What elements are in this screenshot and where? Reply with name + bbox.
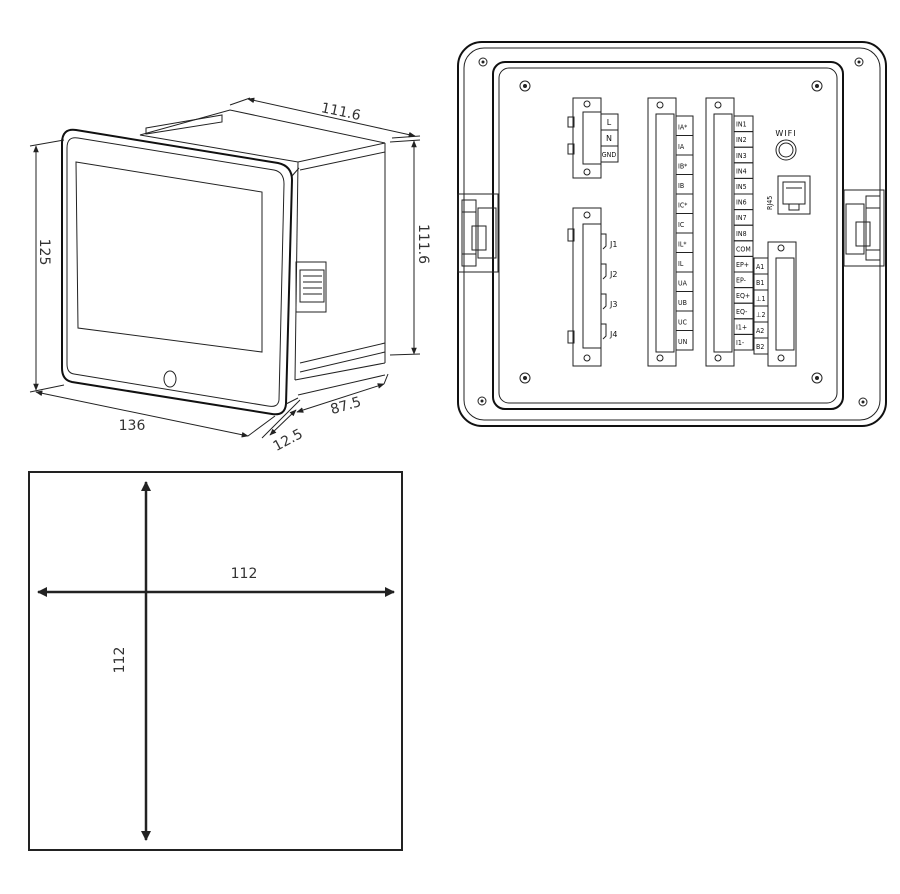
cv-terminal-label: IB	[678, 182, 684, 190]
io-terminal-label: IN2	[736, 136, 747, 144]
cv-terminal-label: UA	[678, 279, 688, 287]
io-terminal-label: COM	[736, 245, 751, 253]
io-terminal-label: IN3	[736, 152, 747, 160]
relay-label-j1: J1	[609, 240, 617, 249]
power-term-n: N	[606, 134, 612, 143]
cv-terminal-label: IC	[678, 221, 685, 229]
dim-height-left: 125	[36, 239, 52, 266]
frame-screws	[477, 57, 868, 407]
io-terminal-label: IN6	[736, 199, 747, 207]
cv-terminal-label: IC*	[678, 201, 687, 209]
comm-terminal-label: B2	[756, 343, 764, 351]
wifi-antenna: WIFI	[775, 129, 797, 161]
mounting-clip-left	[457, 193, 499, 273]
dim-front-thickness: 12.5	[271, 426, 306, 455]
power-term-gnd: GND	[602, 151, 617, 159]
cv-terminal-cell	[675, 330, 694, 351]
dim-depth-bottom: 87.5	[329, 394, 363, 418]
perspective-view: 111.6 125 111.6 136 87.5 12.5	[29, 97, 431, 455]
comm-terminal-label: B1	[756, 279, 764, 287]
mounting-clip-right	[843, 189, 885, 267]
relay-label-j4: J4	[609, 330, 617, 339]
cv-terminal-label: IB*	[678, 162, 687, 170]
rj45-label: RJ45	[766, 196, 774, 210]
wifi-label: WIFI	[775, 129, 796, 138]
perspective-dimensions: 111.6 125 111.6 136 87.5 12.5	[29, 97, 431, 455]
io-terminal-label: IN1	[736, 121, 747, 129]
dim-depth-top: 111.6	[320, 100, 363, 124]
relay-label-j3: J3	[609, 300, 617, 309]
cv-terminal-label: UN	[678, 338, 688, 346]
comm-terminal-label: ⊥1	[756, 295, 766, 303]
cutout-width-label: 112	[231, 566, 258, 582]
rear-panel	[492, 61, 844, 410]
cv-terminal-label: UB	[678, 299, 687, 307]
io-terminal-label: IN7	[736, 214, 747, 222]
io-terminal-label: I1+	[736, 323, 747, 331]
cutout-outline	[28, 471, 403, 851]
cutout-height-label: 112	[112, 647, 128, 674]
io-terminal-label: I1-	[736, 339, 744, 347]
dim-width-bottom: 136	[119, 418, 146, 434]
io-terminal-label: IN8	[736, 230, 747, 238]
cv-terminal-label: IA*	[678, 123, 687, 131]
comm-terminal-label: A2	[756, 327, 764, 335]
panel-cutout-view: 112 112	[28, 471, 403, 851]
rear-outer-frame	[457, 41, 887, 427]
current-voltage-terminal-block: IA* IA IB* IB IC* IC IL* IL UA UB UC UN	[647, 97, 694, 367]
device-housing	[139, 109, 386, 396]
io-terminal-label: EP+	[736, 261, 749, 269]
io-terminal-cell	[733, 333, 754, 351]
power-button	[163, 370, 177, 388]
io-terminal-label: IN5	[736, 183, 747, 191]
rear-view: L N GND J1 J2 J3 J4 IA* IA IB*	[457, 41, 887, 427]
rj45-port: RJ45	[766, 175, 811, 215]
cv-terminal-label: UC	[678, 318, 688, 326]
relay-label-j2: J2	[609, 270, 617, 279]
display-screen	[75, 161, 263, 353]
cv-terminal-label: IL*	[678, 240, 687, 248]
relay-terminal-block: J1 J2 J3 J4	[567, 207, 617, 367]
front-bezel	[61, 128, 300, 416]
power-term-l: L	[607, 118, 612, 127]
cv-terminal-label: IA	[678, 143, 685, 151]
io-terminal-label: IN4	[736, 167, 747, 175]
cv-terminal-label: IL	[678, 260, 684, 268]
power-terminal-block: L N GND	[567, 97, 619, 179]
comm-terminal-cell	[753, 337, 769, 355]
comm-terminal-label: ⊥2	[756, 311, 766, 319]
dim-height-right: 111.6	[415, 224, 431, 264]
comm-terminal-label: A1	[756, 263, 764, 271]
io-terminal-label: EP-	[736, 277, 746, 285]
io-terminal-label: EQ-	[736, 308, 747, 316]
io-terminal-label: EQ+	[736, 292, 750, 300]
